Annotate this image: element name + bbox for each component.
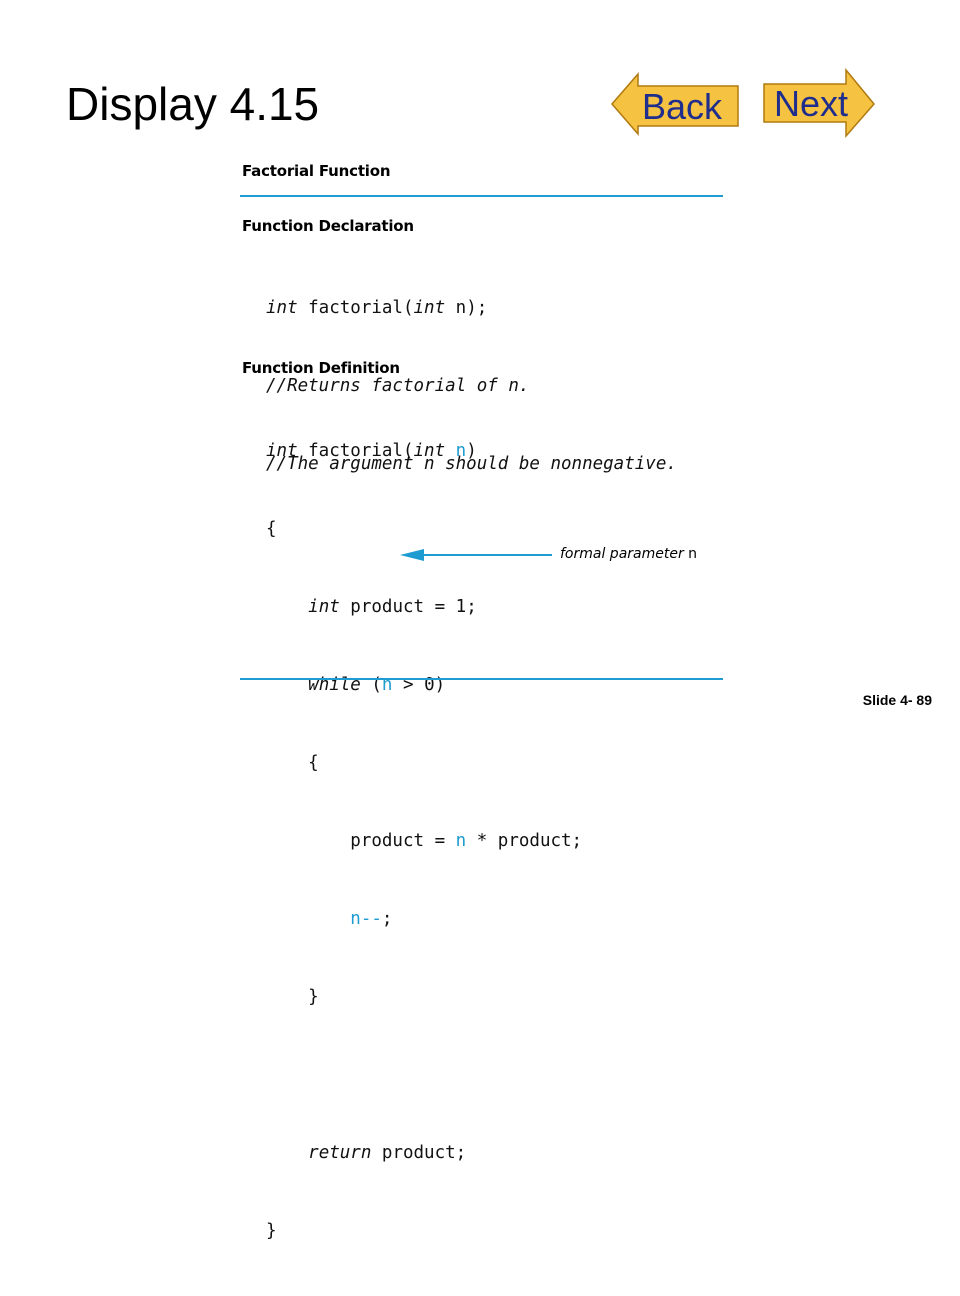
code-line: int factorial(int n) bbox=[266, 441, 477, 461]
code-line: } bbox=[266, 987, 319, 1007]
next-button[interactable]: Next bbox=[762, 67, 878, 138]
bottom-rule bbox=[240, 678, 723, 680]
declaration-code: int factorial(int n); //Returns factoria… bbox=[266, 243, 677, 529]
back-button[interactable]: Back bbox=[608, 71, 742, 137]
slide-title: Display 4.15 bbox=[66, 78, 320, 130]
top-rule bbox=[240, 195, 723, 197]
code-line: } bbox=[266, 1221, 277, 1241]
slide-number: Slide 4- 89 bbox=[862, 692, 932, 708]
callout-param: n bbox=[688, 546, 698, 562]
figure-heading: Factorial Function bbox=[242, 162, 391, 180]
code-line: n--; bbox=[350, 909, 393, 929]
next-button-label: Next bbox=[774, 83, 849, 124]
code-line bbox=[266, 1062, 582, 1088]
code-comment-line: //Returns factorial of n. bbox=[266, 376, 530, 396]
code-comment-line: //The argument n should be nonnegative. bbox=[266, 454, 677, 474]
figure-panel: Factorial Function Function Declaration … bbox=[240, 152, 724, 1241]
code-line: { bbox=[266, 753, 319, 773]
code-line: return product; bbox=[308, 1143, 467, 1163]
code-line: product = n * product; bbox=[266, 831, 583, 851]
code-line: int product = 1; bbox=[308, 597, 477, 617]
code-line: { bbox=[266, 519, 277, 539]
callout-text: formal parameter bbox=[560, 546, 684, 562]
code-line: int factorial(int n); bbox=[266, 298, 488, 318]
callout-arrow-icon bbox=[400, 549, 552, 561]
back-button-label: Back bbox=[642, 86, 723, 127]
next-arrow-icon bbox=[763, 67, 875, 138]
callout-label: formal parameter n bbox=[560, 546, 697, 562]
code-line: while (n > 0) bbox=[308, 675, 446, 695]
back-arrow-icon bbox=[611, 71, 739, 137]
declaration-heading: Function Declaration bbox=[242, 217, 414, 235]
definition-heading: Function Definition bbox=[242, 359, 400, 377]
